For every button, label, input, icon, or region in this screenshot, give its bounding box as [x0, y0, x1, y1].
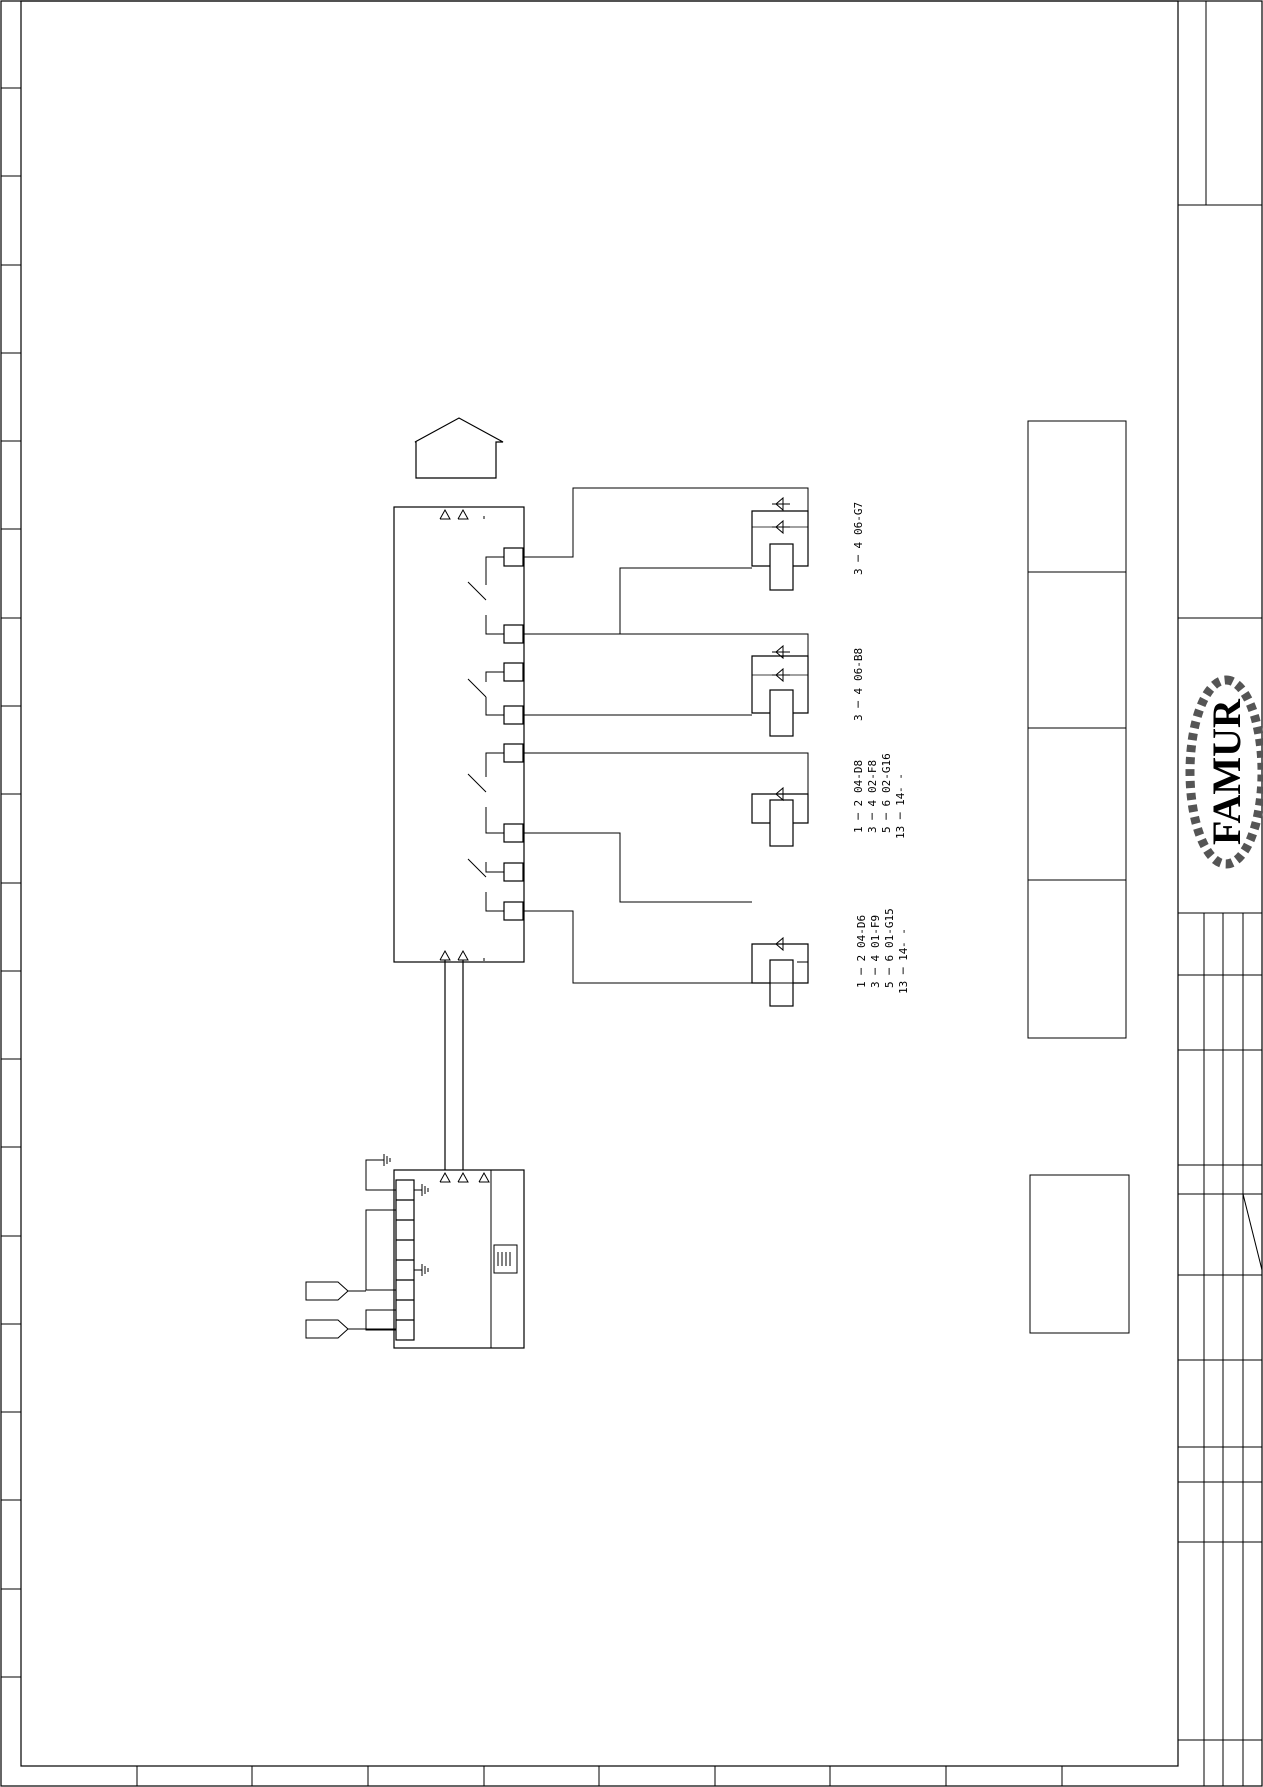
controller-wiring — [305, 1154, 396, 1339]
diode-icon — [772, 936, 790, 952]
coil-icon — [769, 799, 794, 847]
coil-icon — [769, 689, 794, 737]
terminal — [503, 624, 524, 644]
relay-3-labels: 3 ─ 4 06-B8 — [852, 648, 865, 721]
left-zone-ticks — [1, 87, 21, 1678]
contact-ref: 06-G7 — [852, 502, 865, 535]
field-connector-icon — [305, 1281, 396, 1339]
title-block — [1178, 1, 1263, 1786]
diode-icon — [752, 644, 808, 683]
contact-ref: - - — [897, 928, 910, 948]
ground-icon — [383, 1154, 391, 1166]
reference-box-small — [1029, 1174, 1130, 1334]
drawing-area-border — [20, 0, 1179, 1767]
signal-arrow-icon — [439, 508, 469, 961]
relay-coil-3 — [751, 644, 809, 737]
logo-text: FAMUR — [1204, 698, 1249, 845]
contact-ref: 02-F8 — [866, 760, 879, 793]
terminal — [503, 662, 524, 682]
contact-pair: 3 ─ 4 — [852, 542, 865, 575]
contact-ref: 06-B8 — [852, 648, 865, 681]
relay-coil-2 — [751, 786, 809, 847]
relay-2-labels: 1 ─ 2 04-D8 3 ─ 4 02-F8 5 ─ 6 02-G16 13 … — [852, 753, 907, 839]
ethernet-port-icon — [493, 1244, 518, 1274]
relay-coil-1 — [751, 936, 809, 1007]
ground-icon — [414, 1184, 429, 1196]
contact-pair: 1 ─ 2 — [855, 955, 868, 988]
bus-link — [444, 960, 464, 1170]
relay-4-labels: 3 ─ 4 06-G7 — [852, 502, 865, 575]
diode-icon — [752, 496, 808, 535]
signal-arrow-icon — [439, 1171, 490, 1183]
relay-1-labels: 1 ─ 2 04-D6 3 ─ 4 01-F9 5 ─ 6 01-G15 13 … — [855, 908, 910, 994]
contact-pair: 3 ─ 4 — [852, 688, 865, 721]
relay-coil-4 — [751, 496, 809, 591]
contact-pair: 1 ─ 2 — [852, 800, 865, 833]
diode-icon — [772, 786, 790, 802]
controller-module — [393, 1169, 525, 1349]
contact-ref: 04-D8 — [852, 760, 865, 793]
contact-pair: 13 ─ 14 — [897, 947, 910, 994]
contact-switch — [467, 556, 504, 912]
contact-ref: 02-G16 — [880, 753, 893, 793]
contact-pair: 13 ─ 14 — [894, 792, 907, 839]
contact-pair: 5 ─ 6 — [880, 800, 893, 833]
terminal — [503, 862, 524, 882]
coil-icon — [769, 543, 794, 591]
contact-ref: 04-D6 — [855, 915, 868, 948]
terminal — [503, 901, 524, 921]
contact-ref: 01-F9 — [869, 915, 882, 948]
terminal — [503, 705, 524, 725]
terminal — [503, 547, 524, 567]
io-module-upper — [393, 506, 525, 963]
bottom-zone-ticks — [136, 1766, 1063, 1786]
contact-pair: 3 ─ 4 — [869, 955, 882, 988]
terminal — [503, 743, 524, 763]
contact-ref: - - — [894, 773, 907, 793]
contact-pair: 3 ─ 4 — [866, 800, 879, 833]
relay-wiring — [523, 487, 809, 984]
famur-logo: FAMUR — [1185, 675, 1263, 869]
ground-icon — [414, 1264, 429, 1276]
contact-ref: 01-G15 — [883, 908, 896, 948]
up-arrow-icon — [414, 417, 504, 479]
contact-pair: 5 ─ 6 — [883, 955, 896, 988]
terminal — [503, 823, 524, 843]
reference-box-panel — [1027, 420, 1127, 1039]
